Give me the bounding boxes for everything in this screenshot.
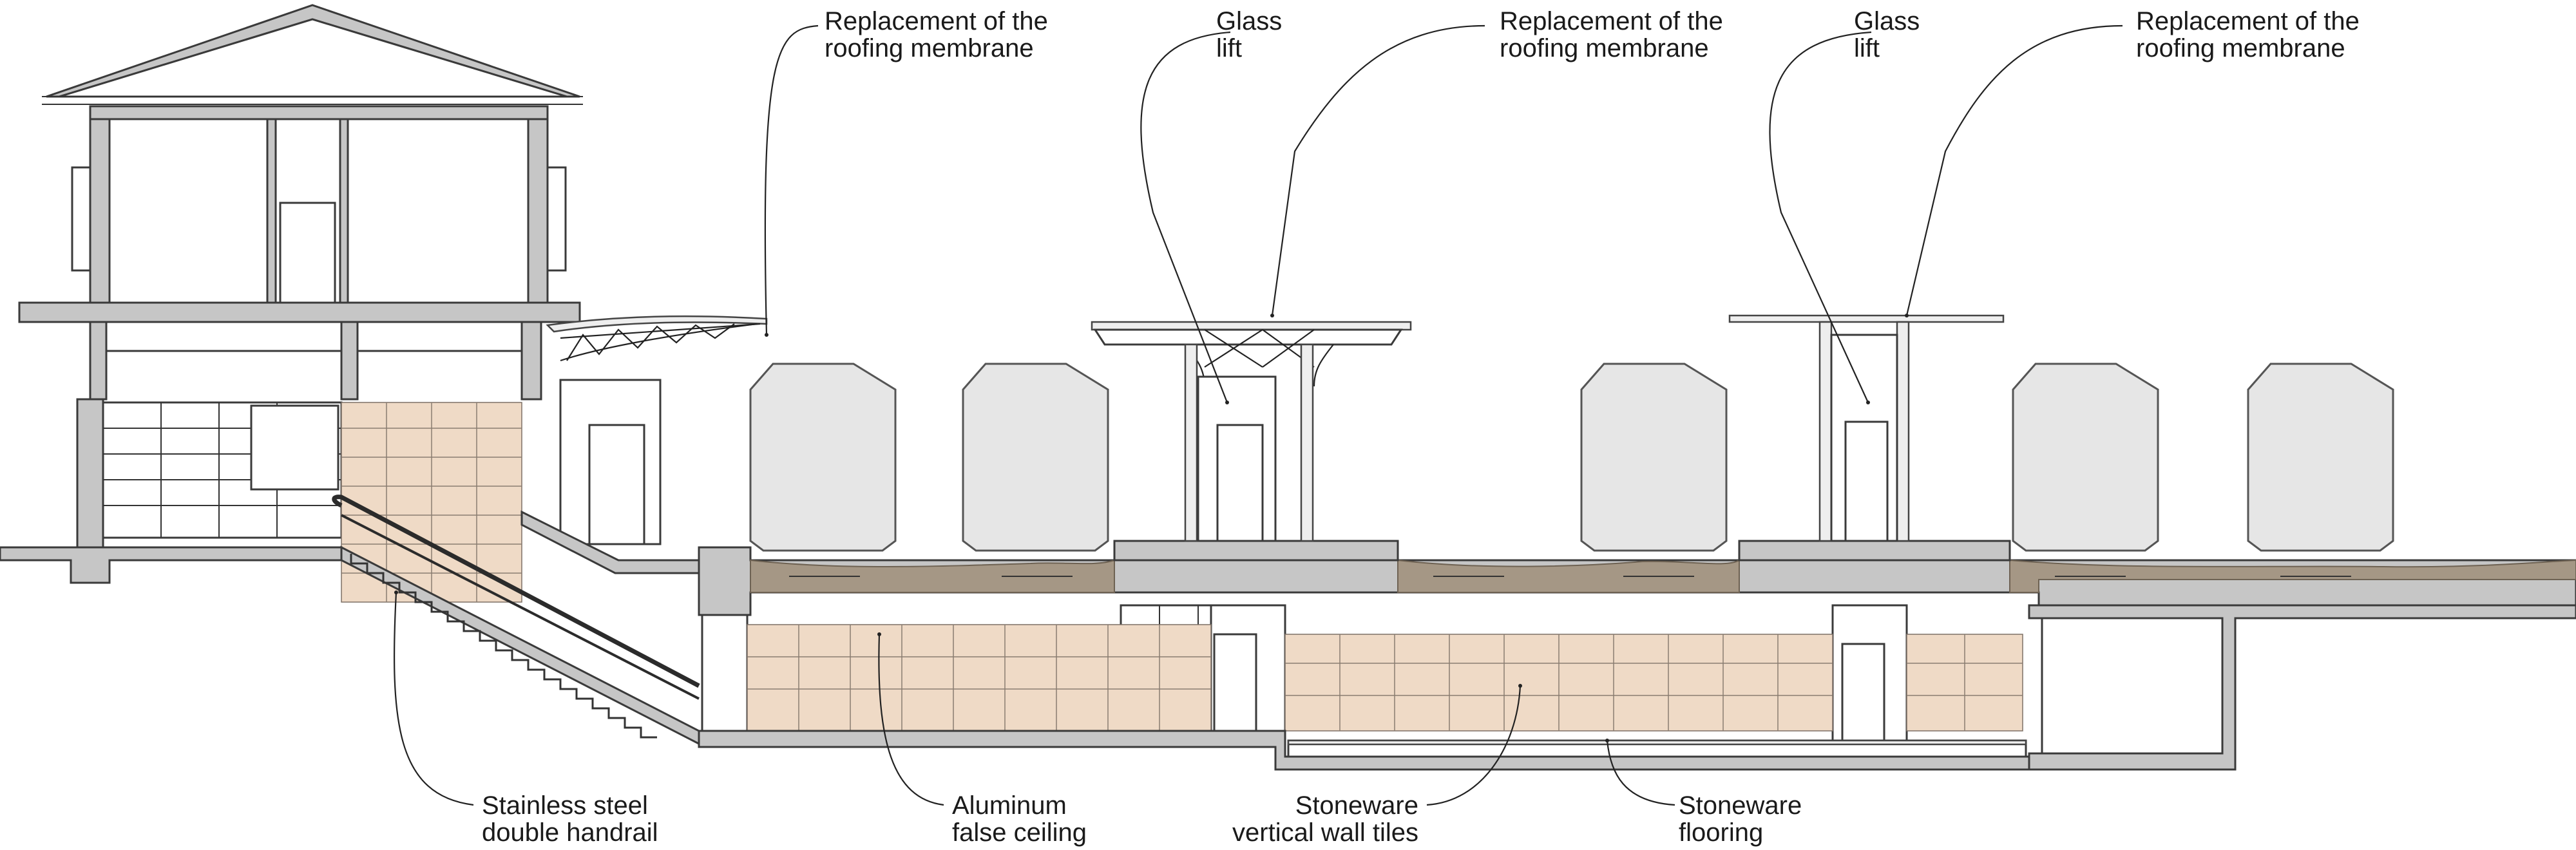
- label-handrail: Stainless steel double handrail: [482, 791, 658, 847]
- stairway: [332, 495, 703, 746]
- label-line: Glass: [1216, 7, 1282, 35]
- label-line: Stainless steel: [482, 791, 648, 820]
- station-building: [0, 4, 583, 603]
- platform-level: [698, 540, 2576, 616]
- label-line: Aluminum: [952, 791, 1067, 820]
- label-line: Replacement of the: [825, 7, 1048, 35]
- label-line: roofing membrane: [825, 34, 1034, 62]
- handrail: [332, 495, 700, 688]
- label-roof-membrane-2: Replacement of the roofing membrane: [1500, 7, 1723, 62]
- label-wall-tiles: Stoneware vertical wall tiles: [1232, 791, 1418, 847]
- label-line: double handrail: [482, 818, 658, 847]
- label-roof-membrane-3: Replacement of the roofing membrane: [2136, 7, 2360, 62]
- label-line: flooring: [1679, 818, 1763, 847]
- label-line: Glass: [1854, 7, 1920, 35]
- label-line: roofing membrane: [2136, 34, 2345, 62]
- label-glass-lift-1: Glass lift: [1216, 7, 1282, 62]
- label-line: roofing membrane: [1500, 34, 1709, 62]
- canopy-left: [546, 315, 768, 545]
- label-false-ceiling: Aluminum false ceiling: [952, 791, 1087, 847]
- glass-lift-1: [1091, 321, 1412, 742]
- label-line: false ceiling: [952, 818, 1087, 847]
- label-line: Replacement of the: [2136, 7, 2360, 35]
- leader-lines: [393, 24, 2123, 806]
- label-line: Stoneware: [1295, 791, 1418, 820]
- concourse: [698, 604, 2576, 771]
- label-glass-lift-2: Glass lift: [1854, 7, 1920, 62]
- glass-lift-2: [1728, 314, 2005, 742]
- label-line: lift: [1854, 34, 1880, 62]
- label-line: Replacement of the: [1500, 7, 1723, 35]
- label-line: Stoneware: [1679, 791, 1802, 820]
- label-roof-membrane-1: Replacement of the roofing membrane: [825, 7, 1048, 62]
- label-line: vertical wall tiles: [1232, 818, 1418, 847]
- label-flooring: Stoneware flooring: [1679, 791, 1802, 847]
- trains: [749, 363, 2394, 577]
- label-line: lift: [1216, 34, 1242, 62]
